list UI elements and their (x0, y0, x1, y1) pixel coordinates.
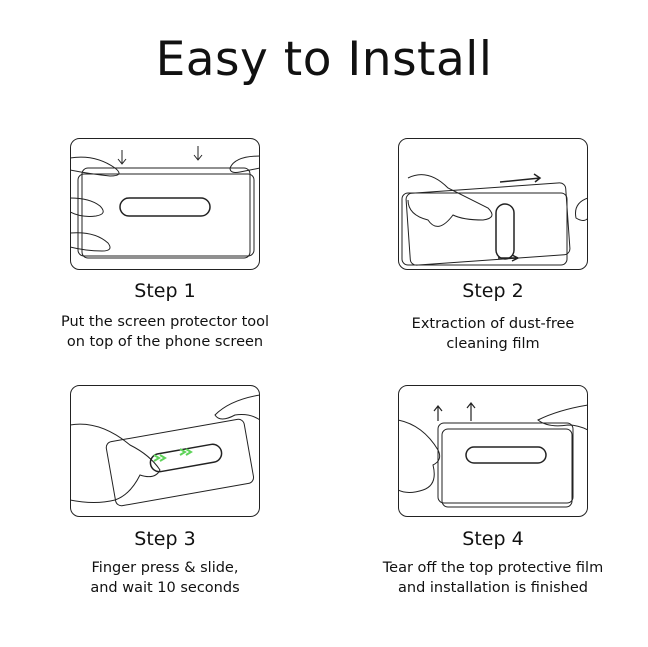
step-4-label: Step 4 (462, 528, 524, 550)
step-3-illustration (70, 385, 260, 517)
step-4-description: Tear off the top protective film and ins… (343, 558, 643, 598)
step-2-illustration (398, 138, 588, 270)
step-3-description: Finger press & slide, and wait 10 second… (15, 558, 315, 598)
step-1-description: Put the screen protector tool on top of … (15, 312, 315, 352)
step-4-illustration (398, 385, 588, 517)
step-3-line-1: Finger press & slide, (91, 560, 239, 576)
step-2-label: Step 2 (462, 280, 524, 302)
slide-arrows-icon (153, 448, 193, 462)
step-4-line-1: Tear off the top protective film (382, 560, 604, 576)
right-arrow-icon (499, 173, 542, 183)
step-2-description: Extraction of dust-free cleaning film (343, 314, 643, 354)
step-1-line-1: Put the screen protector tool (60, 314, 270, 330)
step-1-illustration (70, 138, 260, 270)
step-1-label: Step 1 (134, 280, 196, 302)
page-title: Easy to Install (155, 32, 493, 87)
step-3-line-2: and wait 10 seconds (90, 580, 240, 596)
step-4-line-2: and installation is finished (398, 580, 588, 596)
step-2-line-1: Extraction of dust-free (411, 316, 575, 332)
up-arrow-icon (433, 402, 476, 421)
step-2-line-2: cleaning film (446, 336, 540, 352)
down-arrow-icon (117, 146, 203, 165)
right-arrow-icon (498, 254, 520, 262)
step-3-label: Step 3 (134, 528, 196, 550)
step-1-line-2: on top of the phone screen (66, 334, 264, 350)
